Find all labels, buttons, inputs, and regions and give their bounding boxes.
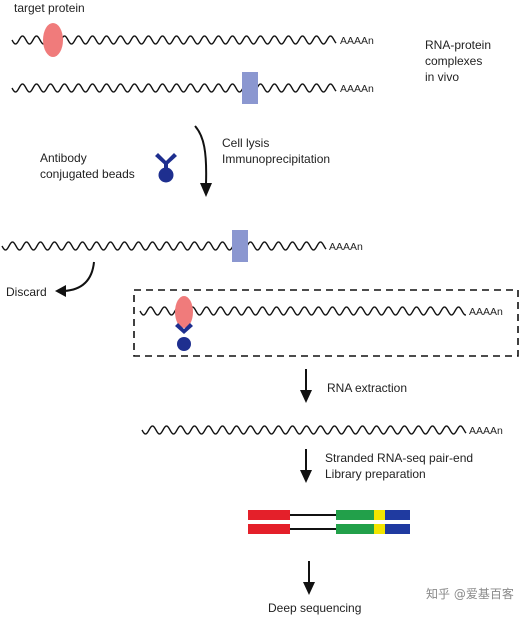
arrowhead-icon (55, 285, 66, 297)
deep-sequencing-label: Deep sequencing (268, 601, 361, 615)
arrowhead-icon (300, 390, 312, 403)
polya-tail: AAAAn (340, 35, 374, 47)
polya-tail: AAAAn (469, 425, 503, 437)
polya-tail: AAAAn (469, 306, 503, 318)
complexes-label-line2: complexes (425, 54, 482, 68)
rna-strand (141, 425, 467, 435)
lysis-label: Cell lysis (222, 136, 269, 150)
immunoprecipitation-label: Immunoprecipitation (222, 152, 330, 166)
rna-strand (1, 241, 327, 251)
antibody-bead-icon (175, 323, 193, 351)
arrowhead-icon (303, 582, 315, 595)
discard-label: Discard (6, 285, 47, 299)
complexes-label-line3: in vivo (425, 70, 459, 84)
beads-label: conjugated beads (40, 167, 135, 181)
antibody-bead-icon (155, 153, 177, 183)
rna-strand (11, 35, 337, 45)
arrowhead-icon (300, 470, 312, 483)
other-protein (232, 230, 248, 262)
other-protein (242, 72, 258, 104)
rna-extraction-label: RNA extraction (327, 381, 407, 395)
polya-tail: AAAAn (329, 241, 363, 253)
discard-arrow-icon (63, 261, 95, 292)
arrowhead-icon (200, 183, 212, 197)
paired-end-library-fragment (248, 510, 410, 534)
library-label-line1: Stranded RNA-seq pair-end (325, 451, 473, 465)
target-protein (43, 23, 63, 57)
curved-arrow-icon (194, 125, 208, 185)
polya-tail: AAAAn (340, 83, 374, 95)
library-label-line2: Library preparation (325, 467, 426, 481)
target-protein-label: target protein (14, 1, 85, 15)
watermark: 知乎 @爱基百客 (426, 586, 514, 601)
antibody-label: Antibody (40, 151, 87, 165)
rna-strand (11, 83, 337, 93)
target-protein (175, 296, 193, 328)
ip-complex-box (133, 289, 519, 357)
rna-strand (139, 306, 466, 316)
complexes-label-line1: RNA-protein (425, 38, 491, 52)
